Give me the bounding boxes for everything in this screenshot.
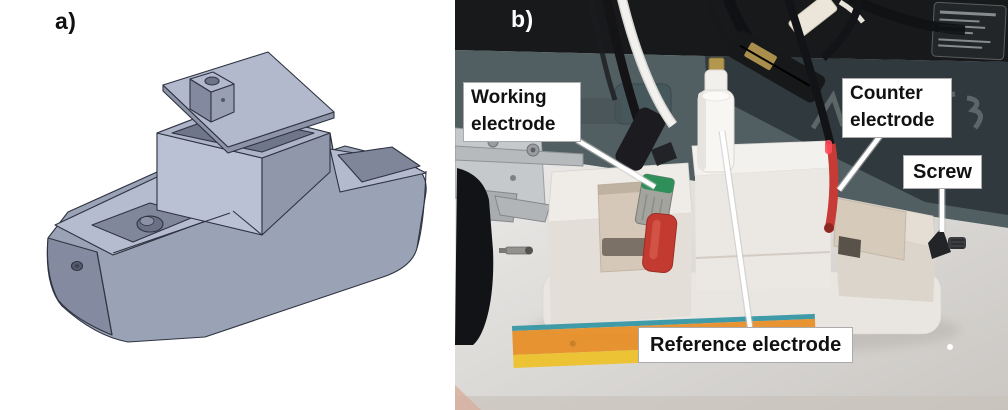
lid-seam (695, 251, 831, 259)
cad-lid (162, 51, 335, 154)
cad-model-illustration (46, 51, 427, 343)
annotation-leader-lines (575, 130, 946, 328)
screw-callout: Screw (903, 155, 982, 190)
reference-electrode-assembly (617, 0, 966, 173)
working-electrode-red-clip (642, 212, 678, 274)
reference-electrode-leader (719, 130, 753, 328)
cad-lid-hole (204, 76, 220, 86)
reference-black-clip (727, 30, 826, 103)
cad-right-pocket (337, 146, 421, 183)
panel-a-cad-render: a) (0, 0, 455, 410)
working-electrode-callout: Working electrode (463, 82, 581, 142)
panel-b-photo: b) Working electrode Counter electrode S… (455, 0, 1008, 410)
counter-electrode-assembly (784, 0, 839, 233)
reference-electrode-callout: Reference electrode (638, 327, 854, 364)
counter-electrode-callout: Counter electrode (842, 78, 952, 138)
black-clamp (455, 168, 494, 345)
panel-b-label: b) (511, 6, 534, 32)
counter-electrode-pocket (833, 197, 907, 261)
working-electrode-leader (575, 138, 657, 189)
counter-electrode-red-lead (824, 143, 839, 231)
working-electrode-assembly (588, 0, 678, 274)
green-band (641, 174, 675, 194)
counter-electrode-leader (837, 134, 882, 192)
cad-left-end-face (46, 237, 113, 336)
metal-pin (499, 246, 533, 255)
counter-electrode-cable (784, 0, 835, 147)
thumb-screw (928, 227, 966, 259)
panel-a-label: a) (55, 8, 77, 34)
cell-tower-front (695, 168, 831, 290)
white-dot (947, 344, 953, 350)
white-cable (618, 0, 676, 128)
printed-cell-fixture (542, 140, 942, 335)
